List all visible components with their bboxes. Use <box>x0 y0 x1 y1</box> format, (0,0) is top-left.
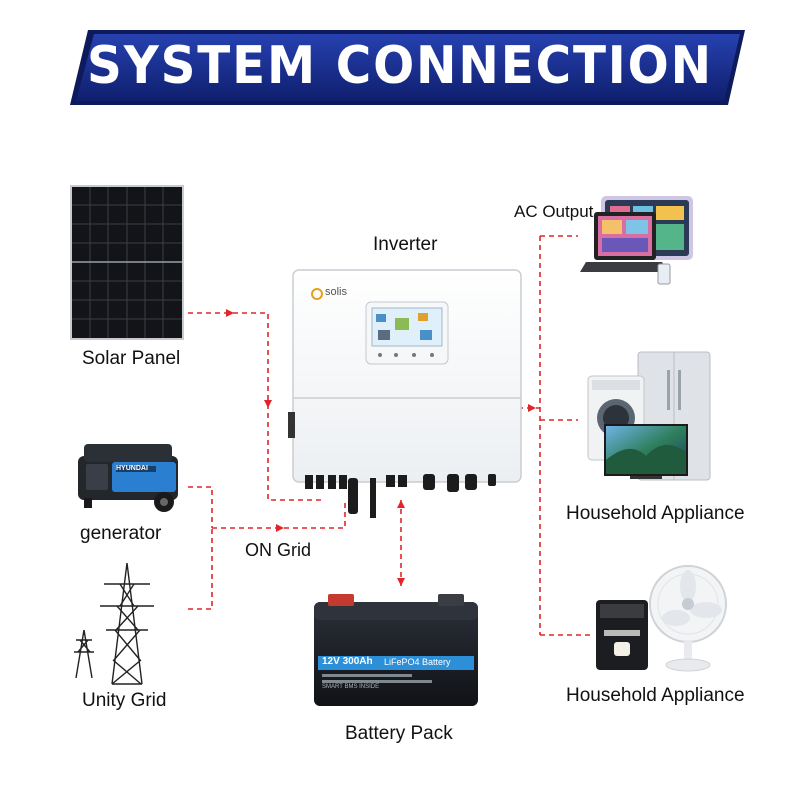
connector-arrows <box>226 309 536 586</box>
generator-line <box>188 486 213 528</box>
utility-grid-towers-image <box>74 562 154 685</box>
ac-output-label: AC Output <box>514 202 594 221</box>
solis-logo-icon <box>311 288 323 300</box>
title-banner <box>70 30 745 105</box>
battery-image <box>314 594 478 706</box>
battery-subtext: SMART BMS INSIDE <box>322 684 380 690</box>
solar-panel-label: Solar Panel <box>82 348 181 369</box>
grid-line <box>188 528 213 610</box>
inverter-image <box>288 269 522 518</box>
battery-model-text: 12V 300Ah <box>322 656 373 667</box>
solar-panel-image <box>70 185 184 340</box>
household-appliance-label-2: Household Appliance <box>566 685 745 706</box>
generator-brand-text: HYUNDAI <box>116 465 148 472</box>
inverter-brand-text: solis <box>325 286 348 298</box>
on-grid-line <box>212 500 346 529</box>
battery-pack-label: Battery Pack <box>345 723 453 744</box>
generator-label: generator <box>80 523 162 544</box>
on-grid-label: ON Grid <box>245 540 312 560</box>
household-appliance-label-1: Household Appliance <box>566 503 745 524</box>
page-title: SYSTEM CONNECTION <box>87 36 713 96</box>
inverter-label: Inverter <box>373 234 438 255</box>
household-appliance-set-2-image <box>596 565 727 672</box>
utility-grid-label: Unity Grid <box>82 690 167 711</box>
generator-image <box>78 444 178 512</box>
battery-chemistry-text: LiFePO4 Battery <box>384 657 451 667</box>
laptop-tablet-image <box>580 196 693 285</box>
household-appliance-set-1-image <box>587 351 711 481</box>
